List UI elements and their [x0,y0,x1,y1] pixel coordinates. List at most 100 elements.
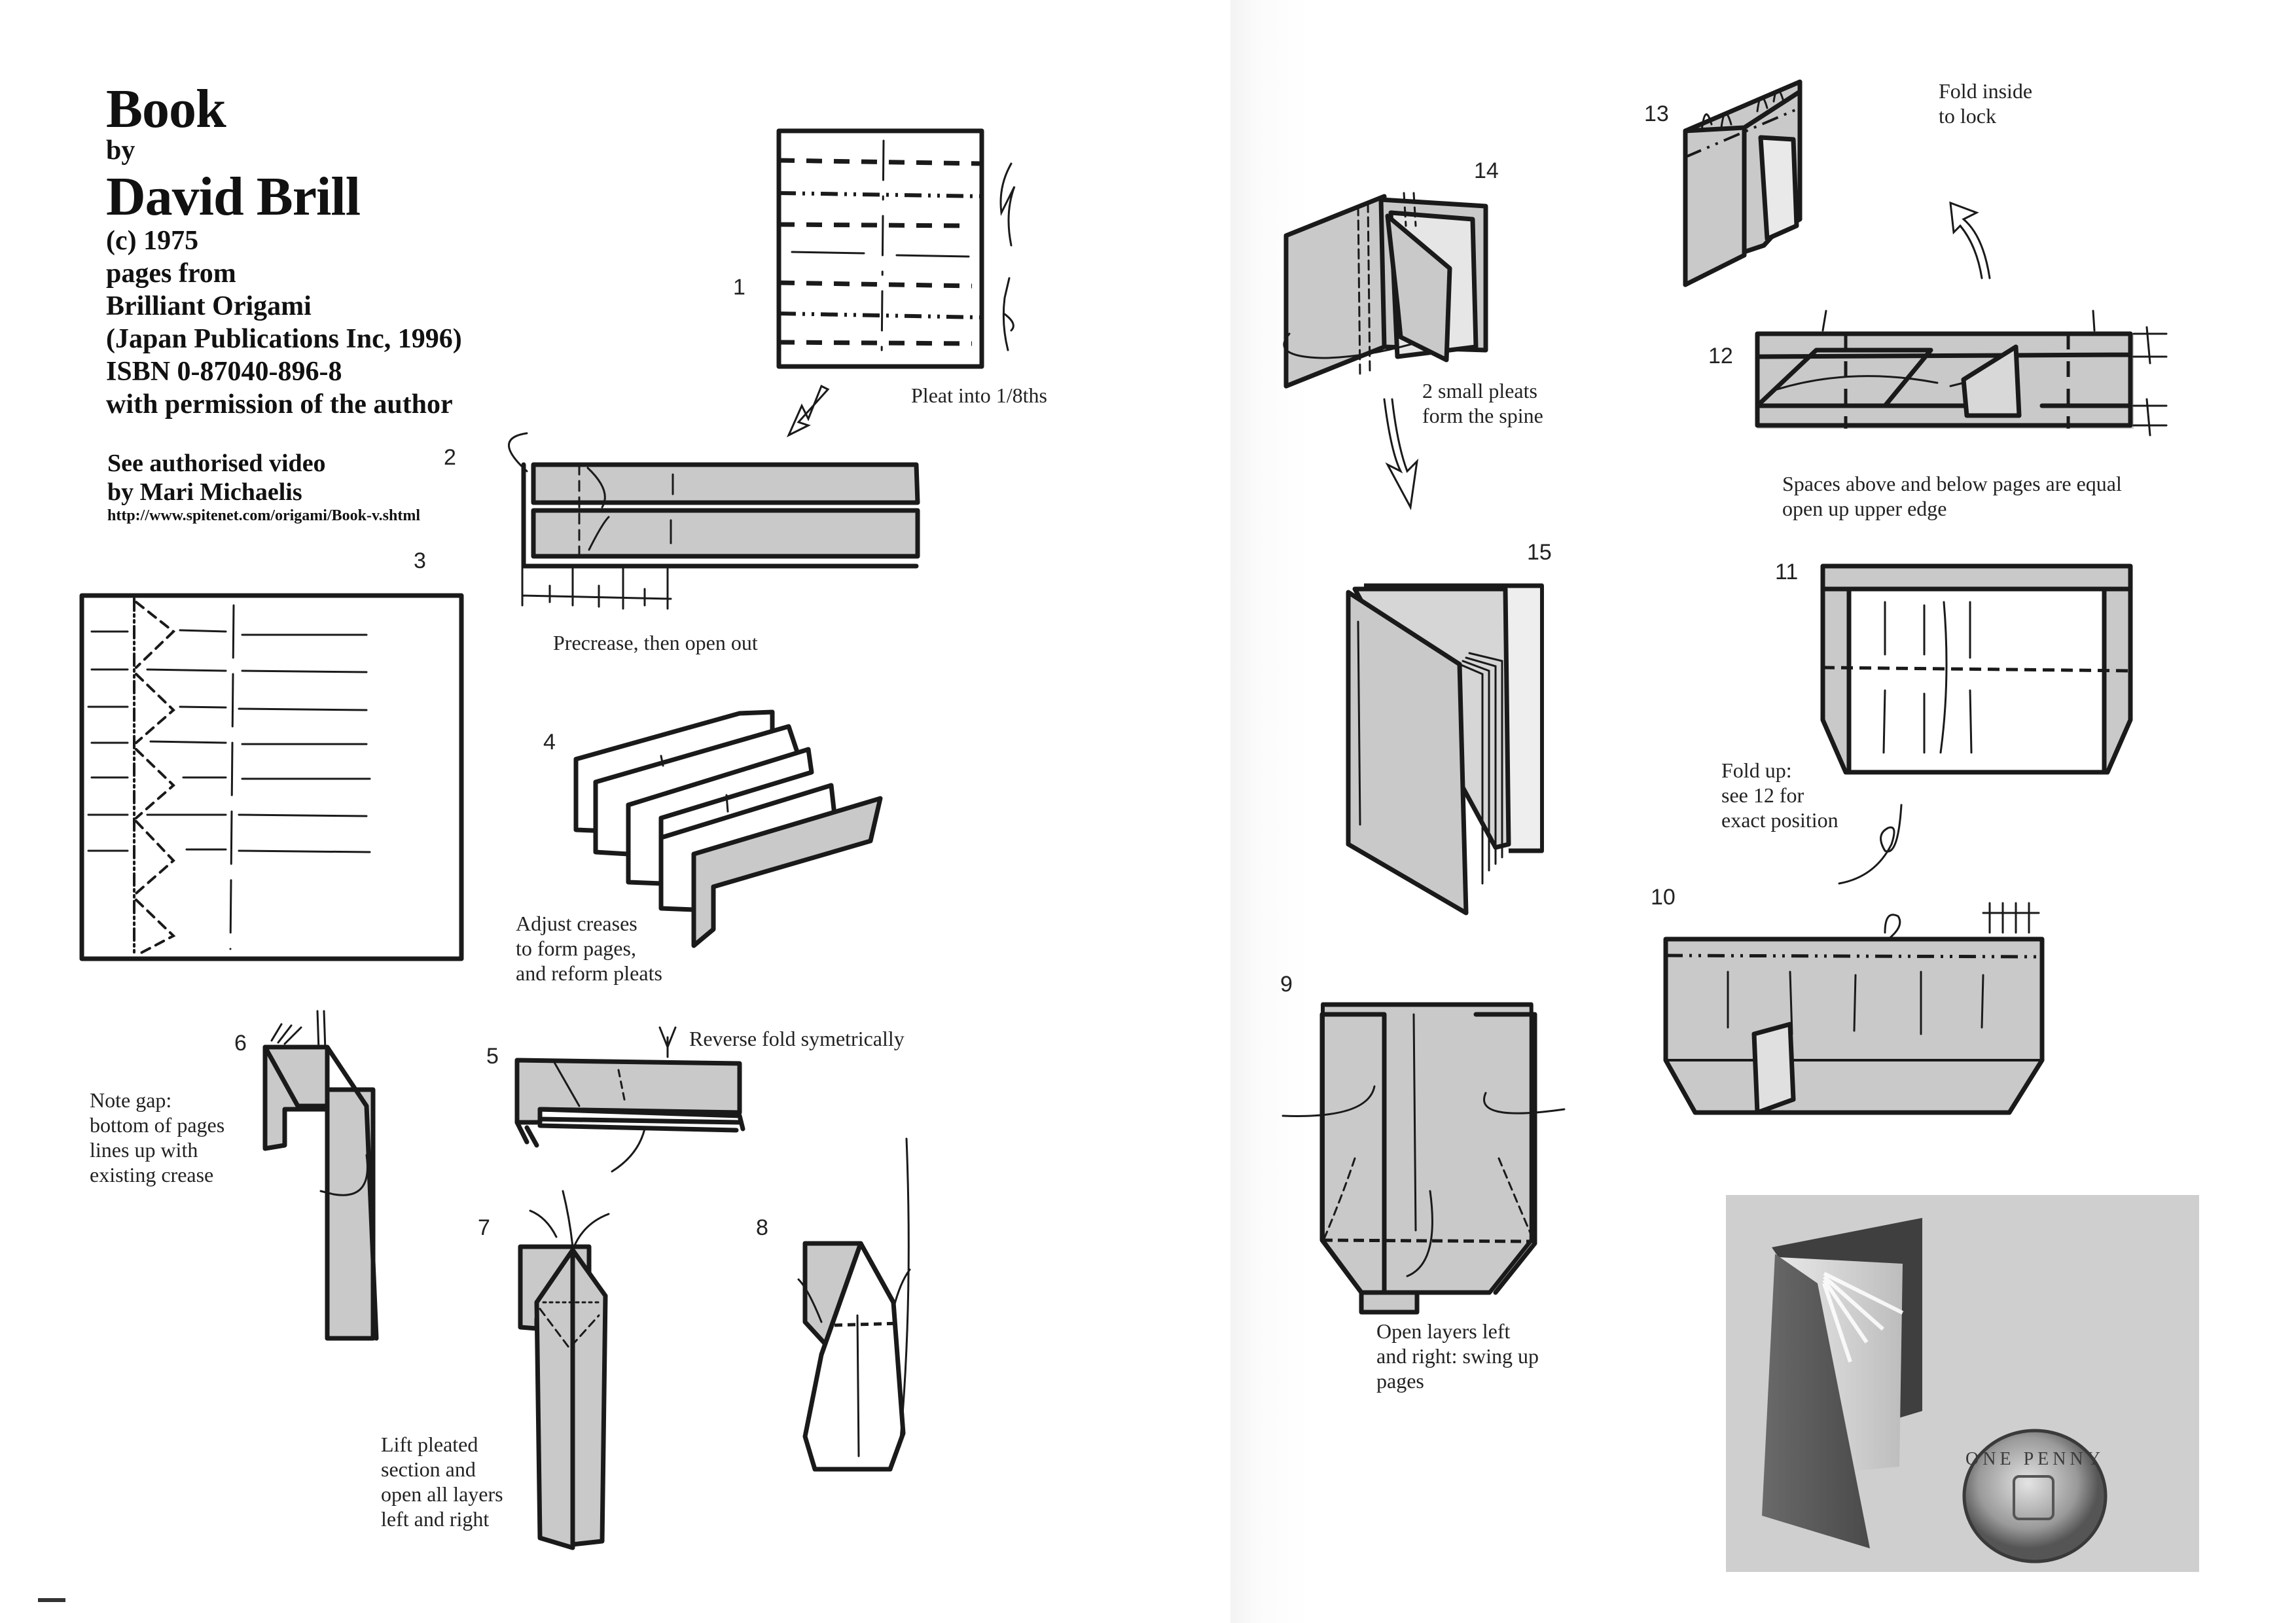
step-12-caption-line-2: open up upper edge [1782,497,1947,520]
step-4-caption-line-1: Adjust creases [516,912,637,935]
step-2-number: 2 [444,445,456,470]
step-10-diagram [1663,902,2045,1115]
publisher-line: (Japan Publications Inc, 1996) [106,324,462,354]
penny-coin [1962,1429,2108,1563]
step-11-arrow-icon [1939,601,1948,754]
step-14-caption: 2 small pleats form the spine [1422,378,1543,428]
step-7-number: 7 [478,1215,490,1240]
pleat-arrow-down-icon [999,162,1016,247]
step-5-number: 5 [486,1044,499,1069]
step-6-caption-line-4: existing crease [90,1163,214,1186]
origami-book-photo: ONE PENNY [1762,1218,2108,1563]
step-11-number: 11 [1775,560,1799,584]
step-8-diagram [797,1137,911,1472]
step-9-diagram [1282,1002,1566,1315]
fold-up-loop-arrow-icon [1838,804,1903,885]
step-14-caption-line-1: 2 small pleats [1422,379,1537,402]
step-4-number: 4 [543,730,556,755]
title-block: Book by David Brill (c) 1975 pages from … [106,82,462,421]
open-upper-edge-arrows-icon [1821,310,2096,332]
step-7-arrows-icon [529,1190,610,1251]
step-15-diagram [1346,583,1544,916]
step-6-arrow-icon [319,1154,368,1196]
step-13-diagram [1683,79,1803,287]
step-13-caption-line-1: Fold inside [1939,79,2033,103]
step-3-number: 3 [414,548,426,573]
step-9-caption-line-1: Open layers left [1376,1319,1511,1343]
step-6-caption-line-2: bottom of pages [90,1113,225,1137]
step-11-diagram [1820,563,2133,775]
step-5-diagram [514,1058,745,1173]
step-14-arrow-icon [1283,332,1415,359]
book-title: Brilliant Origami [106,291,312,321]
step-6-caption-line-1: Note gap: [90,1088,172,1112]
video-line-1: See authorised video [107,450,326,477]
step-5-caption: Reverse fold symetrically [689,1027,905,1050]
step-9-caption-line-2: and right: swing up [1376,1344,1539,1368]
step-11-caption-line-3: exact position [1721,808,1839,832]
step-3-diagram [79,593,464,961]
step-14-number: 14 [1474,158,1499,183]
step-7-caption: Lift pleated section and open all layers… [381,1432,503,1531]
step-15-number: 15 [1527,540,1552,565]
coin-text: ONE PENNY [1965,1449,2104,1469]
step-7-caption-line-3: open all layers [381,1482,503,1506]
step-11-caption-line-1: Fold up: [1721,758,1792,782]
step-13-number: 13 [1644,101,1669,126]
step-8-arrows-icon [797,1137,911,1448]
author-name: David Brill [106,166,361,227]
turn-over-arrow-icon [508,432,528,473]
pleat-arrow-up-icon [1002,277,1014,351]
step-6-diagram [262,1010,379,1341]
step-1-number: 1 [733,275,745,300]
step-9-caption: Open layers left and right: swing up pag… [1376,1319,1539,1393]
step-12-caption-line-1: Spaces above and below pages are equal [1782,472,2122,495]
step-9-number: 9 [1280,972,1293,997]
step-1-diagram [776,128,1016,369]
step-6-caption: Note gap: bottom of pages lines up with … [90,1088,224,1187]
video-line-2: by Mari Michaelis [107,478,302,506]
swing-up-arrow-icon [1406,1190,1433,1277]
step-12-swing-arrow-icon [1776,375,1965,391]
right-page: 13 Fold inside to lock 14 2 small pleats… [1230,0,2296,1623]
left-page: Book by David Brill (c) 1975 pages from … [38,81,1047,1602]
step-6-number: 6 [234,1031,247,1056]
step-10-number: 10 [1651,885,1676,910]
crease-lines [87,629,371,853]
step-13-caption: Fold inside to lock [1939,79,2032,128]
isbn-line: ISBN 0-87040-896-8 [106,357,342,387]
copyright-line: (c) 1975 [106,226,199,256]
hollow-arrow-down-icon [1383,398,1419,510]
reverse-fold-arrow-icon [658,1026,677,1058]
step-7-caption-line-2: section and [381,1457,476,1481]
step-6-caption-line-3: lines up with [90,1138,198,1162]
step-9-caption-line-3: pages [1376,1369,1424,1393]
step-14-diagram [1283,192,1488,389]
hollow-arrow-up-icon [1949,201,1991,279]
model-title: Book [106,79,226,139]
step-2-diagram [508,432,920,610]
video-url-link[interactable]: http://www.spitenet.com/origami/Book-v.s… [107,507,420,524]
by-label: by [106,135,135,166]
step-12-number: 12 [1708,344,1733,368]
step-13-caption-line-2: to lock [1939,104,1996,128]
step-2-caption: Precrease, then open out [553,631,758,654]
fold-inside-arrows-icon [1700,89,1785,132]
step-14-caption-line-2: form the spine [1422,404,1543,427]
video-credit: See authorised video by Mari Michaelis h… [107,449,420,525]
step-12-caption: Spaces above and below pages are equal o… [1782,471,2122,521]
step-12-diagram [1755,310,2168,437]
open-right-arrow-icon [1483,1092,1566,1115]
step-4-caption: Adjust creases to form pages, and reform… [516,911,662,986]
step-11-caption-line-2: see 12 for [1721,783,1804,807]
finished-model-photo: ONE PENNY [1726,1195,2199,1572]
open-left-arrow-icon [1282,1085,1376,1117]
step-11-caption: Fold up: see 12 for exact position [1721,758,1839,832]
hollow-arrow-icon [786,384,830,438]
step-4-caption-line-3: and reform pleats [516,961,662,985]
step-7-caption-line-4: left and right [381,1507,490,1531]
step-10-turn-arrow-icon [1884,914,1901,940]
step-1-caption: Pleat into 1/8ths [911,383,1047,407]
pages-from-line: pages from [106,259,236,289]
step-7-caption-line-1: Lift pleated [381,1433,478,1456]
